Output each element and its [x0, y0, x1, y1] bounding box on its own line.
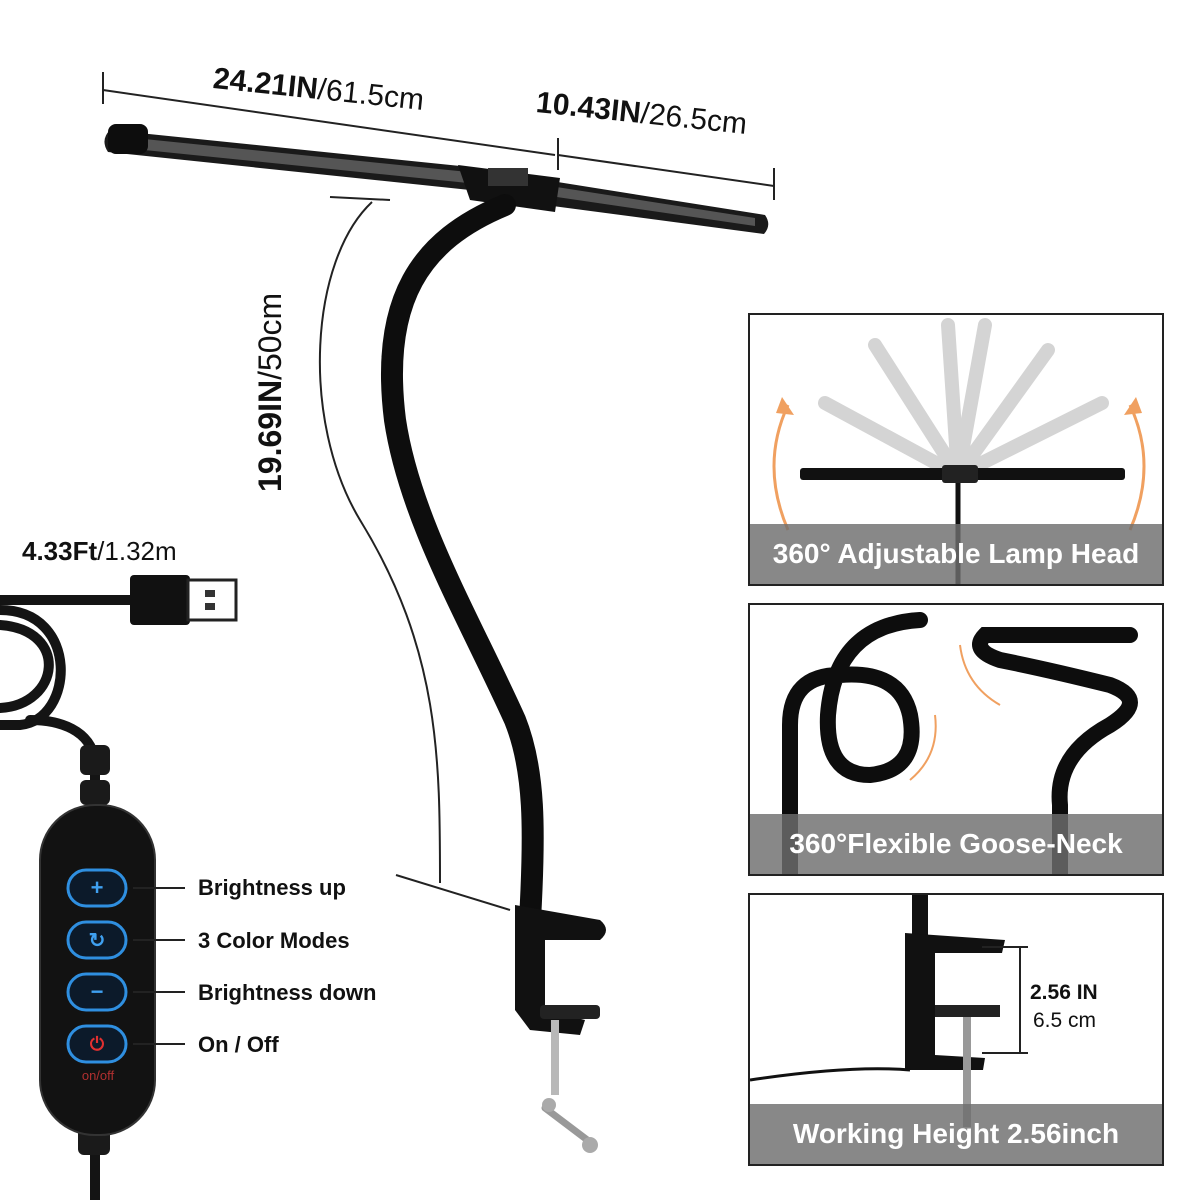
cable-length-label: 4.33Ft/1.32m [22, 536, 177, 567]
adjustable-head-caption: 360° Adjustable Lamp Head [750, 524, 1162, 584]
panel-working-height: 2.56 IN 6.5 cm Working Height 2.56inch [748, 893, 1164, 1166]
goose-neck [380, 194, 544, 931]
working-height-measure-bold: 2.56 IN [1030, 981, 1098, 1004]
cable-length-bold: 4.33Ft [22, 536, 98, 566]
clamp-illustration [750, 895, 1028, 1127]
height-label: 19.69IN/50cm [252, 293, 289, 492]
color-modes-label: 3 Color Modes [198, 928, 350, 953]
goose-neck-illustration [782, 612, 1138, 874]
on-off-label: On / Off [198, 1032, 279, 1057]
panel-goose-neck: 360°Flexible Goose-Neck [748, 603, 1164, 876]
brightness-up-icon[interactable]: + [90, 875, 104, 900]
power-icon[interactable]: ⏻ [89, 1033, 105, 1054]
cable-length-light: /1.32m [97, 536, 177, 566]
usb-cable [0, 595, 140, 1200]
brightness-down-label: Brightness down [198, 980, 377, 1005]
desk-clamp [515, 905, 606, 1153]
panel-adjustable-head: 360° Adjustable Lamp Head [748, 313, 1164, 586]
working-height-caption: Working Height 2.56inch [750, 1104, 1162, 1164]
color-mode-icon[interactable]: ↻ [88, 929, 106, 952]
light-bar [104, 124, 769, 234]
usb-plug [130, 575, 238, 625]
button-pointer-lines [133, 887, 185, 1045]
brightness-down-icon[interactable]: − [90, 979, 104, 1004]
width-dimension-line [102, 72, 556, 156]
working-height-measure-light: 6.5 cm [1033, 1009, 1097, 1032]
inline-controller [39, 804, 156, 1136]
controller-button-shapes [66, 868, 128, 1064]
goose-neck-caption: 360°Flexible Goose-Neck [750, 814, 1162, 874]
height-dimension-line [318, 196, 511, 911]
height-bold: 19.69IN [252, 379, 288, 492]
brightness-up-label: Brightness up [198, 875, 346, 900]
height-light: /50cm [252, 292, 288, 380]
switch-text: on/off [81, 1068, 115, 1083]
adjustable-head-illustration [772, 318, 1146, 584]
half-width-dimension-line [557, 138, 775, 200]
